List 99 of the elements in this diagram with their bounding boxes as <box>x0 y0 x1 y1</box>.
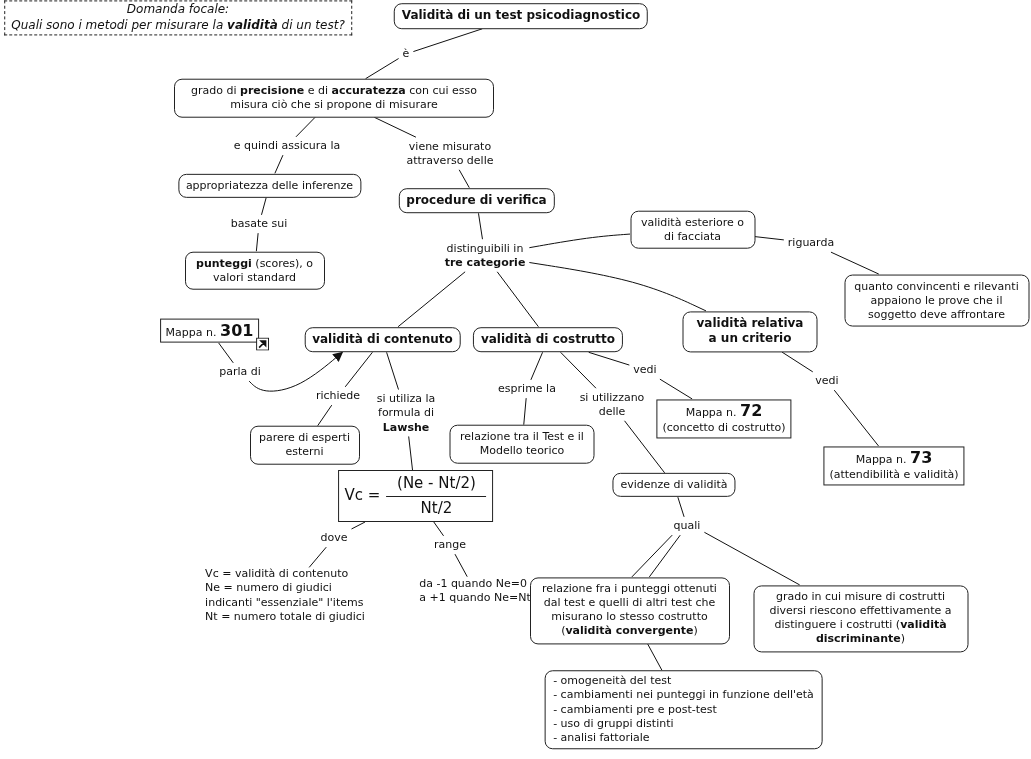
concept-box <box>544 670 823 750</box>
concept-text: procedure di verifica <box>406 192 547 209</box>
connector-line <box>365 58 400 80</box>
connector-line <box>648 534 681 578</box>
note-text: Vc = validità di contenuto <box>205 567 349 582</box>
concept-text: grado di precisione e di accuratezza con cui esso misura ciò che si propone di misurare <box>190 83 478 113</box>
connector-line <box>560 351 597 389</box>
concept-box <box>398 187 555 214</box>
note-text: Nt = numero totale di giudici <box>205 610 365 625</box>
concept-box <box>177 173 362 198</box>
connector-line <box>408 435 413 471</box>
connector-line <box>433 521 445 537</box>
connector-line <box>317 404 333 427</box>
linking-phrase: riguarda <box>785 235 837 251</box>
concept-box <box>612 472 736 498</box>
concept-box <box>529 576 730 645</box>
concept-text: validità di contenuto <box>312 331 453 348</box>
concept-text: grado in cui misure di costrutti diversi riescono effettivamente a distinguere i costrutti (validità discriminante) <box>768 589 953 648</box>
focus-question-text: Domanda focale: <box>126 2 230 18</box>
linking-phrase: parla di <box>217 364 263 380</box>
connector-line <box>523 397 527 426</box>
concept-box <box>304 326 461 353</box>
concept-text: relazione fra i punteggi ottenuti dal test e quelli di altri test che misurano lo stesso costrutto (validità convergente) <box>541 581 718 640</box>
map-reference-text: (concetto di costrutto) <box>662 421 786 437</box>
list-item: - cambiamenti nei punteggi in funzione dell'età <box>553 688 814 703</box>
connector-line <box>458 169 470 189</box>
note-text: a +1 quando Ne=Nt <box>419 591 531 606</box>
linking-phrase: e quindi assicura la <box>231 138 343 154</box>
connector-line <box>295 116 316 138</box>
connector-line <box>261 197 267 216</box>
list-item: - omogeneità del test <box>553 674 672 689</box>
note-text: da -1 quando Ne=0 <box>419 576 527 591</box>
map-reference-text: (attendibilità e validità) <box>829 468 959 484</box>
concept-text: validità di costrutto <box>480 331 616 348</box>
concept-box <box>630 210 755 249</box>
concept-text: parere di esperti esterni <box>258 430 351 460</box>
focus-question-box <box>4 0 352 36</box>
concept-box <box>184 251 325 290</box>
note-text: Ne = numero di giudici <box>205 581 332 596</box>
arrow <box>248 351 344 392</box>
connector-line <box>454 553 468 578</box>
list-item: - analisi fattoriale <box>553 731 650 746</box>
connector-line <box>528 262 707 312</box>
concept-box <box>393 3 649 29</box>
connector-line <box>351 521 366 530</box>
list-item: - uso di gruppi distinti <box>553 717 674 732</box>
connector-line <box>588 351 630 366</box>
map-reference-text: Mappa n. 72 <box>685 400 763 422</box>
formula-box <box>337 470 494 522</box>
map-reference-box <box>823 445 965 486</box>
note-text: indicanti "essenziale" l'items <box>205 596 364 611</box>
connector-line <box>255 232 259 252</box>
concept-box <box>249 425 360 465</box>
formula-text: Vc = <box>344 486 381 506</box>
concept-text: punteggi (scores), o valori standard <box>195 256 314 285</box>
connector-line <box>496 271 539 328</box>
connector-line <box>703 531 801 586</box>
focus-question-text: Quali sono i metodi per misurare la validità di un test? <box>11 18 345 34</box>
map-reference-box <box>656 398 792 439</box>
connector-line <box>397 271 466 328</box>
connector-line <box>528 233 631 249</box>
connector-line <box>218 342 234 364</box>
formula-denominator: Nt/2 <box>420 498 453 518</box>
concept-box <box>682 310 818 353</box>
map-reference-text: Mappa n. 73 <box>855 447 933 469</box>
concept-box <box>753 584 968 653</box>
concept-text: Validità di un test psicodiagnostico <box>401 8 641 24</box>
linking-phrase: esprime la <box>496 381 558 397</box>
concept-box <box>449 424 595 464</box>
connector-line <box>530 351 544 381</box>
connector-line <box>344 351 373 388</box>
connector-line <box>830 251 880 275</box>
concept-box <box>844 274 1029 327</box>
connector-line <box>833 389 879 447</box>
connector-line <box>386 351 399 391</box>
concept-text: appropriatezza delle inferenze <box>185 178 354 193</box>
concept-box <box>174 78 494 118</box>
formula-numerator: (Ne - Nt/2) <box>397 474 476 494</box>
concept-text: validità esteriore o di facciata <box>639 215 746 244</box>
connector-line <box>781 351 814 373</box>
connector-line <box>373 116 417 138</box>
connector-line <box>754 236 785 241</box>
linking-phrase: distinguibili in tre categorie <box>442 241 528 270</box>
map-reference-text: Mappa n. 301 <box>165 320 254 341</box>
connector-line <box>631 534 673 578</box>
concept-text: validità relativa a un criterio <box>695 315 805 348</box>
concept-box <box>472 326 624 353</box>
concept-text: relazione tra il Test e il Modello teorico <box>459 429 585 459</box>
connector-line <box>624 420 666 474</box>
connector-line <box>677 496 685 518</box>
connector-line <box>308 546 327 568</box>
connector-line <box>659 378 693 400</box>
concept-text: quanto convincenti e rilevanti appaiono le prove che il soggetto deve affrontare <box>853 279 1020 322</box>
connector-line <box>274 154 284 174</box>
list-item: - cambiamenti pre e post-test <box>553 702 717 718</box>
connector-line <box>647 643 663 671</box>
connector-line <box>478 212 483 240</box>
linking-phrase: quali <box>671 518 703 534</box>
concept-text: evidenze di validità <box>620 477 728 493</box>
